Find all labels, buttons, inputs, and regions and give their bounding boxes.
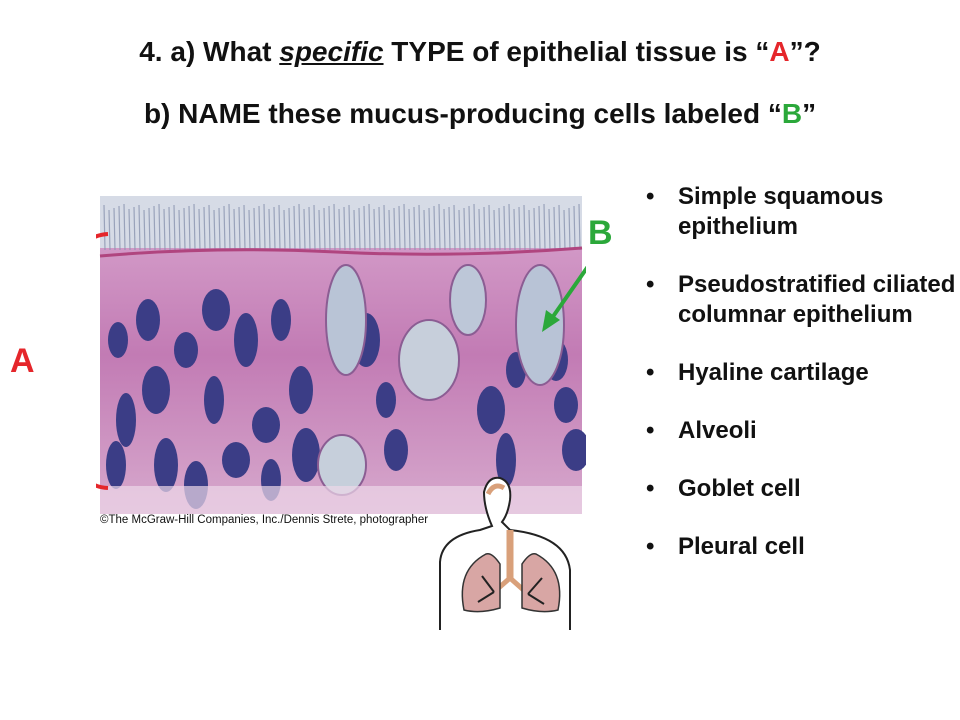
question-a: 4. a) What specific TYPE of epithelial t… [0, 36, 960, 68]
nucleus [234, 313, 258, 367]
label-a: A [10, 342, 35, 380]
nucleus [222, 442, 250, 478]
nucleus [142, 366, 170, 414]
nucleus [116, 393, 136, 447]
question-b: b) NAME these mucus-producing cells labe… [0, 98, 960, 130]
question-a-middle: TYPE of epithelial tissue is “ [383, 36, 770, 67]
option-item: Simple squamous epithelium [640, 182, 960, 242]
question-a-emphasis: specific [279, 36, 384, 67]
nucleus [292, 428, 320, 482]
option-item: Alveoli [640, 416, 960, 446]
question-a-suffix: ”? [789, 36, 821, 67]
respiratory-system-illustration [436, 476, 586, 630]
question-b-suffix: ” [802, 98, 817, 129]
question-a-letter: A [769, 36, 790, 67]
nucleus [384, 429, 408, 471]
nucleus [562, 429, 586, 471]
answer-options: Simple squamous epithelium Pseudostratif… [640, 182, 960, 562]
photo-credit: ©The McGraw-Hill Companies, Inc./Dennis … [100, 514, 429, 526]
goblet-cells [317, 264, 565, 496]
question-a-prefix: 4. a) What [139, 36, 280, 67]
nucleus [252, 407, 280, 443]
question-b-letter: B [781, 98, 803, 129]
option-item: Pleural cell [640, 532, 960, 562]
nucleus [554, 387, 578, 423]
question-b-prefix: b) NAME these mucus-producing cells labe… [143, 98, 782, 129]
nucleus [289, 366, 313, 414]
nucleus [271, 299, 291, 341]
nucleus [202, 289, 230, 331]
nucleus [477, 386, 505, 434]
green-arrow-icon [542, 265, 586, 332]
nucleus [376, 382, 396, 418]
nucleus [106, 441, 126, 489]
nucleus [204, 376, 224, 424]
micrograph [99, 196, 586, 514]
option-item: Pseudostratified ciliated columnar epith… [640, 270, 960, 330]
nucleus [154, 438, 178, 492]
nucleus [496, 433, 516, 487]
nucleus [174, 332, 198, 368]
nucleus [136, 299, 160, 341]
histology-figure [96, 196, 586, 630]
option-item: Goblet cell [640, 474, 960, 504]
label-b: B [588, 214, 613, 252]
nucleus [108, 322, 128, 358]
option-item: Hyaline cartilage [640, 358, 960, 388]
